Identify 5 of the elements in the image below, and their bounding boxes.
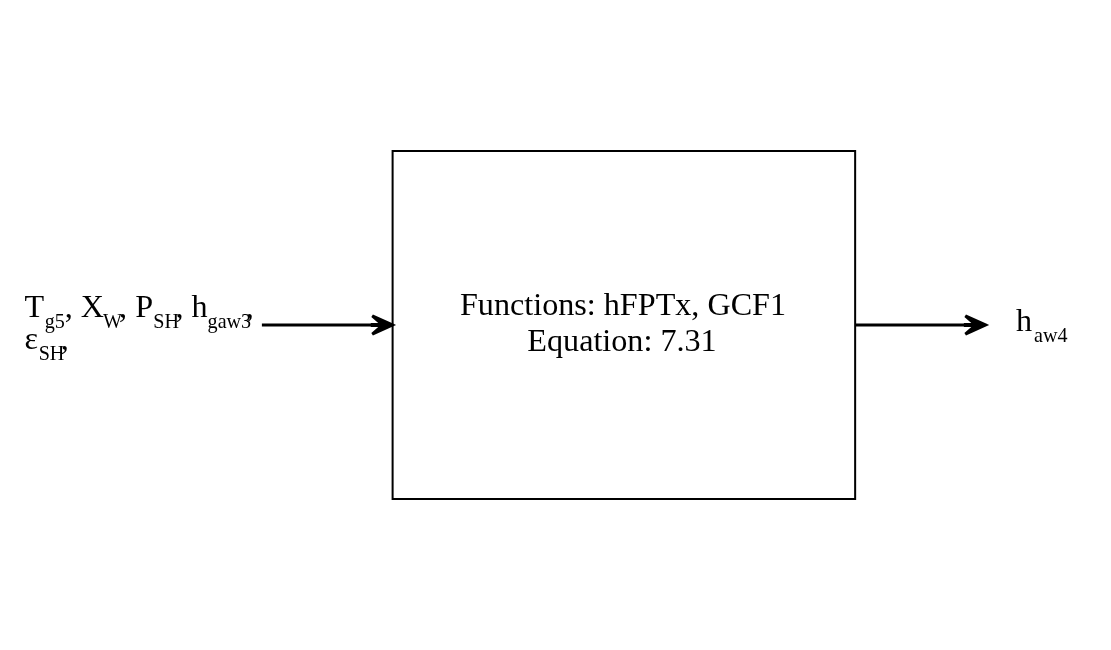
- node-text: T$_{g5}$, X$_{W}$, P$_{SH}$, h$_{gaw3}$, ε$_{SH}$,: [24, 287, 254, 364]
- arrow: [261, 314, 394, 336]
- arrow: [855, 314, 987, 336]
- node-text: h$_{aw4}$: [1016, 301, 1068, 346]
- node-box: Functions: hFPTx, GCF1 Equation: 7.31: [391, 150, 857, 500]
